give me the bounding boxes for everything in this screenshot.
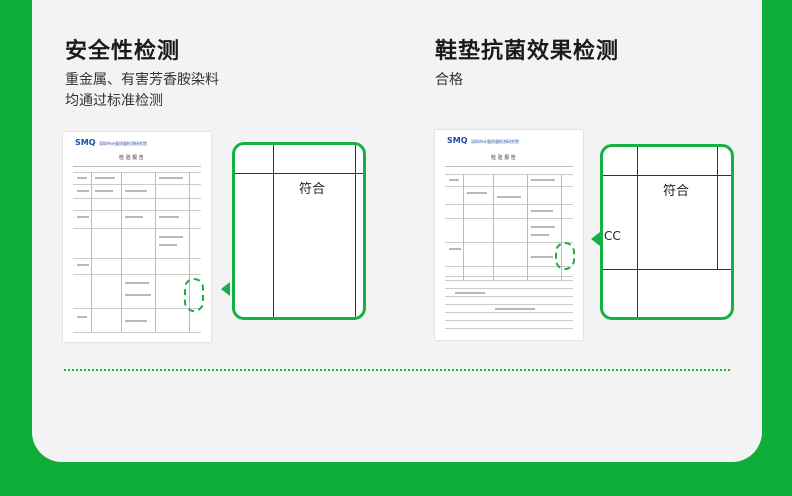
table-row — [73, 210, 201, 211]
report-text — [531, 234, 549, 236]
report-text — [531, 256, 553, 258]
table-row — [445, 288, 573, 289]
table-row — [445, 218, 573, 219]
table-row — [445, 242, 573, 243]
left-description-line1: 重金属、有害芳香胺染料 — [65, 72, 219, 88]
table-row — [445, 280, 573, 281]
report-text — [125, 320, 147, 322]
table-row — [445, 296, 573, 297]
left-test-report-image: SMQ 深圳市计量质量检测研究院 检 验 报 告 — [63, 132, 211, 342]
table-divider — [91, 172, 92, 332]
report-text — [77, 177, 87, 179]
content-card: 安全性检测 重金属、有害芳香胺染料 均通过标准检测 SMQ 深圳市计量质量检测研… — [32, 0, 762, 462]
report-text — [449, 179, 459, 181]
zoom-table-line — [717, 147, 718, 269]
table-row — [73, 258, 201, 259]
table-row — [445, 304, 573, 305]
right-zoom-result-text: 符合 — [663, 184, 690, 199]
right-report-org: 深圳市计量质量检测研究院 — [471, 139, 519, 144]
report-text — [125, 294, 151, 296]
table-divider — [189, 172, 190, 332]
report-text — [77, 316, 87, 318]
table-divider — [561, 174, 562, 280]
table-divider — [493, 174, 494, 280]
left-section-description: 重金属、有害芳香胺染料 均通过标准检测 — [65, 70, 219, 112]
table-divider — [155, 172, 156, 332]
table-row — [445, 276, 573, 277]
report-text — [159, 177, 183, 179]
report-text — [95, 177, 115, 179]
report-text — [531, 210, 553, 212]
right-test-report-image: SMQ 深圳市计量质量检测研究院 检 验 报 告 — [435, 130, 583, 340]
table-divider — [527, 174, 528, 280]
right-zoom-side-text: CC — [604, 229, 621, 243]
report-text — [449, 248, 461, 250]
table-row — [445, 266, 573, 267]
left-section-title: 安全性检测 — [65, 39, 181, 64]
report-text — [159, 216, 179, 218]
table-row — [445, 186, 573, 187]
report-text — [531, 226, 555, 228]
table-row — [445, 320, 573, 321]
table-divider — [463, 174, 464, 280]
report-text — [497, 196, 521, 198]
table-row — [73, 332, 201, 333]
zoom-pointer — [221, 282, 230, 296]
zoom-table-line — [355, 145, 356, 317]
right-report-rule — [445, 166, 573, 167]
report-text — [467, 192, 487, 194]
report-text — [77, 264, 89, 266]
report-text — [95, 190, 113, 192]
left-report-org: 深圳市计量质量检测研究院 — [99, 141, 147, 146]
report-text — [455, 292, 485, 294]
report-text — [125, 216, 143, 218]
report-text — [125, 190, 147, 192]
report-text — [531, 179, 555, 181]
report-text — [125, 282, 149, 284]
zoom-pointer — [591, 232, 600, 246]
report-text — [159, 244, 177, 246]
left-report-logo: SMQ — [75, 138, 96, 147]
table-row — [73, 228, 201, 229]
right-section-title: 鞋垫抗菌效果检测 — [435, 39, 620, 64]
table-row — [445, 312, 573, 313]
zoom-table-line — [235, 173, 363, 174]
right-zoom-callout: 符合 CC — [600, 144, 734, 320]
left-zoom-result-text: 符合 — [299, 182, 326, 197]
table-divider — [121, 172, 122, 332]
zoom-table-line — [603, 269, 731, 270]
zoom-table-line — [637, 147, 638, 317]
zoom-table-line — [273, 145, 274, 317]
table-row — [445, 328, 573, 329]
right-description-line1: 合格 — [435, 72, 463, 88]
report-text — [77, 216, 89, 218]
table-row — [445, 174, 573, 175]
report-text — [77, 190, 89, 192]
table-row — [73, 198, 201, 199]
report-text — [495, 308, 535, 310]
right-section-description: 合格 — [435, 70, 463, 91]
left-description-line2: 均通过标准检测 — [65, 93, 163, 109]
zoom-table-line — [603, 175, 731, 176]
table-row — [73, 308, 201, 309]
right-report-heading: 检 验 报 告 — [491, 155, 516, 161]
table-row — [73, 172, 201, 173]
table-row — [73, 274, 201, 275]
right-report-logo: SMQ — [447, 136, 468, 145]
left-zoom-callout: 符合 — [232, 142, 366, 320]
table-row — [445, 204, 573, 205]
highlight-marker — [184, 278, 204, 312]
report-text — [159, 236, 183, 238]
section-divider — [64, 369, 730, 371]
table-row — [73, 184, 201, 185]
left-report-rule — [73, 166, 201, 167]
highlight-marker — [555, 242, 575, 270]
left-report-heading: 检 验 报 告 — [119, 155, 144, 161]
